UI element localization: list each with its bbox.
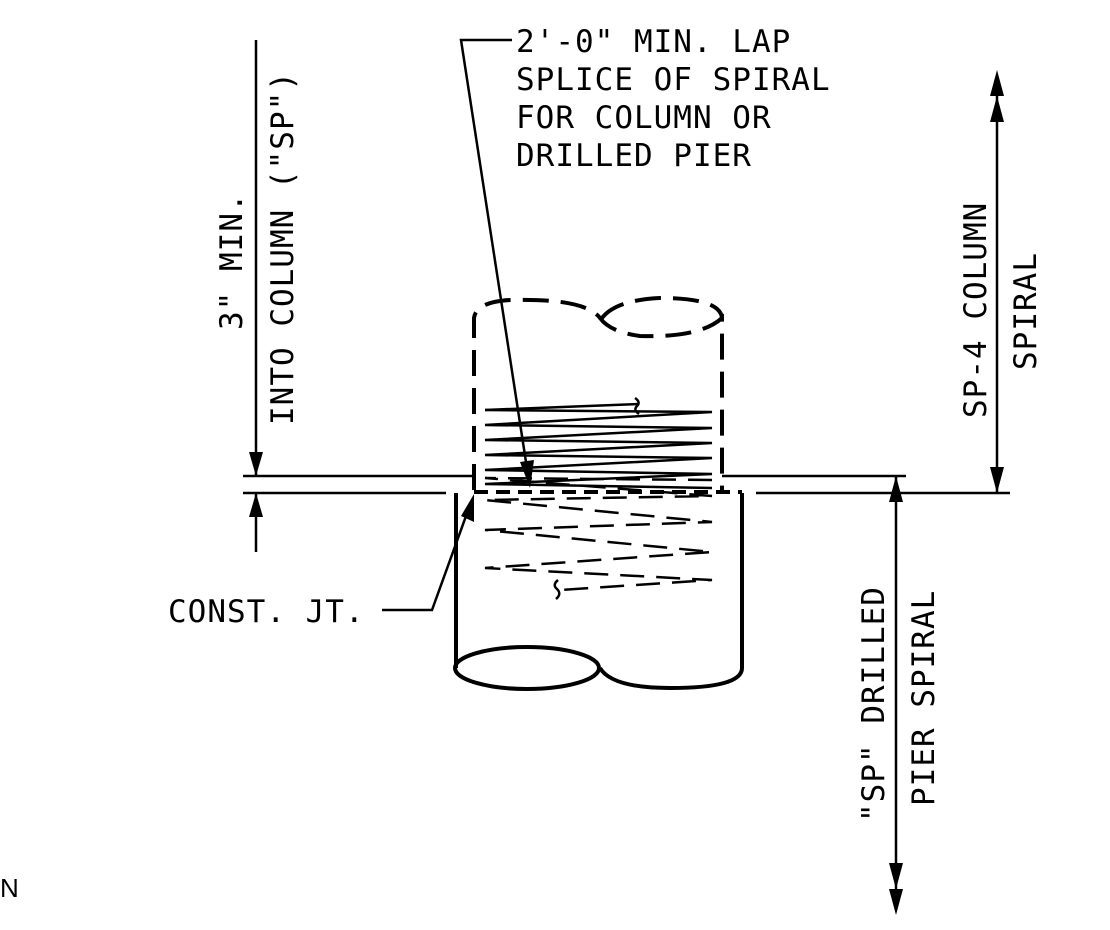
- pier-spiral-line-1: "SP" DRILLED: [856, 586, 892, 822]
- column-outline: [472, 295, 724, 490]
- column-spiral: [484, 396, 713, 490]
- column-spiral-line-2: SPIRAL: [1008, 252, 1044, 370]
- column-spiral-line-1: SP-4 COLUMN: [958, 202, 994, 418]
- min-embed-line-1: 3" MIN.: [214, 192, 250, 330]
- corner-fragment-label: N: [0, 873, 20, 903]
- column-spiral-dimension: [990, 70, 1004, 493]
- pier-spiral: [484, 476, 713, 600]
- column-spiral-note: SP-4 COLUMN SPIRAL: [958, 202, 1044, 418]
- min-embed-line-2: INTO COLUMN ("SP"): [265, 71, 301, 425]
- lap-splice-line-1: 2'-0" MIN. LAP: [516, 24, 791, 60]
- lap-splice-line-3: FOR COLUMN OR: [516, 100, 772, 136]
- min-embed-dimension: [249, 40, 263, 552]
- lap-splice-line-4: DRILLED PIER: [516, 138, 752, 174]
- const-joint-leader: [382, 494, 474, 612]
- pier-spiral-dimension: [889, 476, 903, 915]
- pier-spiral-note: "SP" DRILLED PIER SPIRAL: [856, 586, 942, 822]
- drilled-pier-outline: [453, 493, 744, 691]
- min-embed-note: 3" MIN. INTO COLUMN ("SP"): [214, 71, 301, 425]
- joint-reference-lines: [243, 474, 1010, 495]
- lap-splice-leader: [459, 38, 534, 488]
- pier-spiral-line-2: PIER SPIRAL: [906, 590, 942, 806]
- lap-splice-note: 2'-0" MIN. LAP SPLICE OF SPIRAL FOR COLU…: [516, 24, 831, 174]
- const-joint-label: CONST. JT.: [168, 594, 365, 630]
- lap-splice-line-2: SPLICE OF SPIRAL: [516, 62, 831, 98]
